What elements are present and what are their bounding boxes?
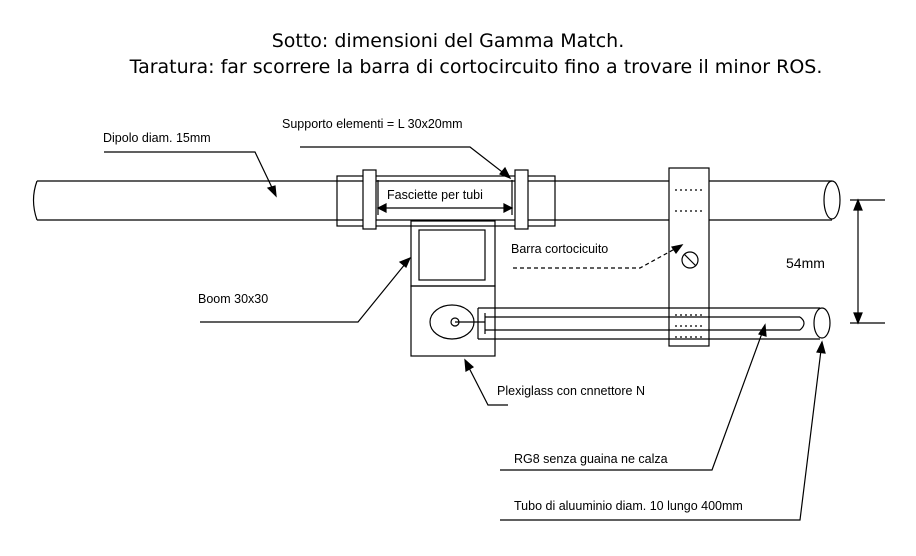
label-boom: Boom 30x30	[198, 292, 268, 306]
title-line-1: Sotto: dimensioni del Gamma Match.	[271, 30, 625, 52]
boom	[410, 220, 496, 287]
plexiglass-plate	[410, 285, 496, 357]
short-circuit-bar	[668, 167, 710, 347]
leader-dipolo	[104, 151, 277, 198]
aluminum-tube	[477, 307, 831, 340]
pipe-clamp-left	[362, 169, 377, 230]
label-dimension: 54mm	[786, 255, 825, 271]
label-fascette: Fasciette per tubi	[387, 188, 483, 202]
leader-rg8	[500, 323, 767, 471]
label-dipolo: Dipolo diam. 15mm	[103, 131, 211, 145]
label-rg8: RG8 senza guaina ne calza	[514, 452, 668, 466]
leader-supporto	[300, 146, 512, 180]
leader-plexiglass	[464, 358, 508, 406]
rg8-inner-conductor	[455, 313, 805, 334]
leader-barra-arrow	[671, 244, 684, 255]
label-supporto: Supporto elementi = L 30x20mm	[282, 117, 463, 131]
title-line-2: Taratura: far scorrere la barra di corto…	[129, 56, 823, 78]
clamp-span-arrow	[376, 180, 514, 215]
label-plexiglass: Plexiglass con cnnettore N	[497, 384, 645, 398]
leader-barra	[513, 244, 683, 269]
dimension-54mm	[850, 198, 885, 325]
label-tubo: Tubo di aluuminio diam. 10 lungo 400mm	[514, 499, 743, 513]
label-barra: Barra cortocicuito	[511, 242, 608, 256]
leader-boom	[200, 256, 412, 323]
leader-tubo	[500, 340, 826, 521]
pipe-clamp-right	[514, 169, 529, 230]
element-support-bracket	[336, 175, 556, 227]
